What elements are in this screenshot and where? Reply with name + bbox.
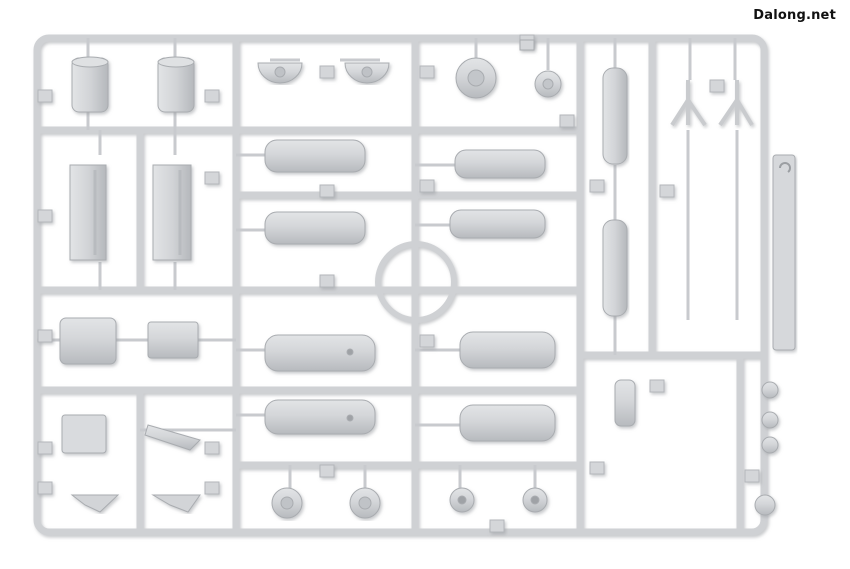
part-blocks-left [59,317,201,454]
sprue-frame [33,34,768,536]
part-nameplate [772,154,796,351]
part-panels-left [69,164,192,261]
part-right-bottom [614,379,779,516]
part-barrels-top-left [71,56,195,113]
part-wings-bottom [70,494,201,513]
part-cylinders-right [602,67,628,317]
part-round-caps [455,39,562,99]
part-cylinders-center [264,139,556,442]
sprue-gates [37,38,770,495]
watermark-text: Dalong.net [753,8,836,23]
sprue-tabs [37,34,760,533]
part-round-bottom [271,487,548,519]
part-domes-top [257,62,390,84]
part-antenna-rods [670,80,754,127]
